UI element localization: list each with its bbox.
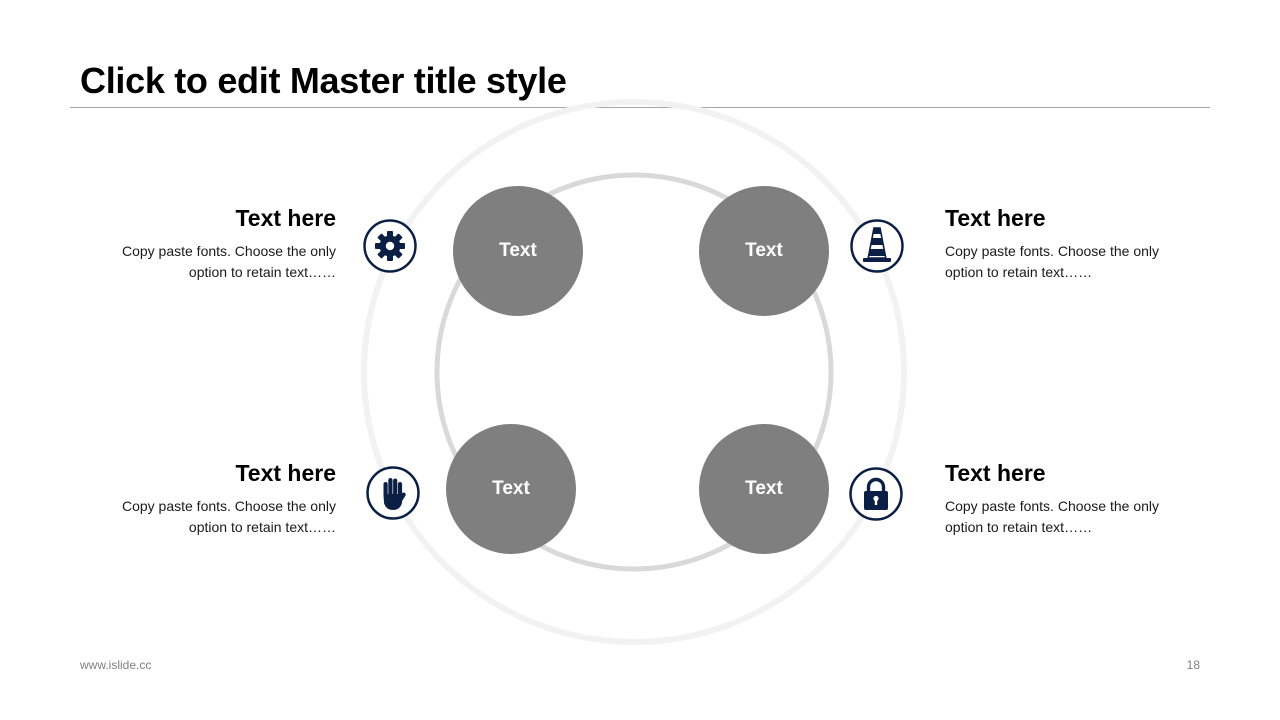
node-label: Text <box>745 478 783 499</box>
block-heading[interactable]: Text here <box>235 460 336 486</box>
outer-ring <box>361 99 907 645</box>
block-heading[interactable]: Text here <box>235 205 336 231</box>
block-body[interactable]: Copy paste fonts. Choose the only option… <box>121 243 336 280</box>
traffic-cone-icon <box>850 219 904 273</box>
node-label: Text <box>745 240 783 261</box>
block-body[interactable]: Copy paste fonts. Choose the only option… <box>945 243 1160 280</box>
footer-url: www.islide.cc <box>80 658 152 672</box>
node-bottom-left[interactable]: Text <box>446 424 576 554</box>
page-number: 18 <box>1186 658 1200 672</box>
title-divider <box>70 107 1210 108</box>
padlock-icon <box>849 467 903 521</box>
hand-icon <box>366 466 420 520</box>
node-top-right[interactable]: Text <box>699 186 829 316</box>
text-block-top-left: Text here Copy paste fonts. Choose the o… <box>96 204 336 283</box>
text-block-bottom-left: Text here Copy paste fonts. Choose the o… <box>96 459 336 538</box>
block-body[interactable]: Copy paste fonts. Choose the only option… <box>945 498 1160 535</box>
node-top-left[interactable]: Text <box>453 186 583 316</box>
page-title[interactable]: Click to edit Master title style <box>80 60 567 101</box>
node-label: Text <box>499 240 537 261</box>
gear-icon <box>363 219 417 273</box>
text-block-top-right: Text here Copy paste fonts. Choose the o… <box>945 204 1185 283</box>
node-label: Text <box>492 478 530 499</box>
node-bottom-right[interactable]: Text <box>699 424 829 554</box>
block-heading[interactable]: Text here <box>945 460 1046 486</box>
inner-ring <box>434 172 834 572</box>
block-heading[interactable]: Text here <box>945 205 1046 231</box>
block-body[interactable]: Copy paste fonts. Choose the only option… <box>121 498 336 535</box>
text-block-bottom-right: Text here Copy paste fonts. Choose the o… <box>945 459 1185 538</box>
